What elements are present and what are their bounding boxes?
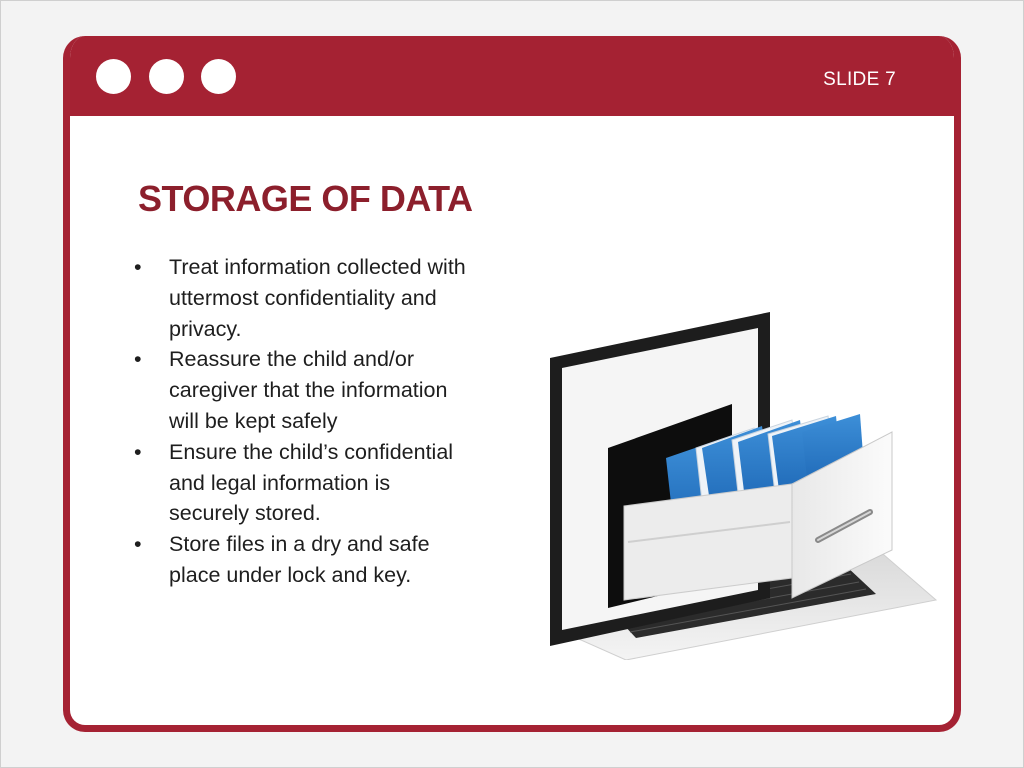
bullet-item-4: Store files in a dry and safe place unde… (132, 529, 472, 591)
window-dot-3-icon (201, 59, 236, 94)
slide-title: STORAGE OF DATA (138, 178, 473, 219)
window-dot-1-icon (96, 59, 131, 94)
bullet-item-3: Ensure the child’s confidential and lega… (132, 437, 472, 529)
laptop-file-drawer-icon (550, 312, 938, 660)
bullet-item-1: Treat information collected with uttermo… (132, 252, 472, 344)
bullet-list: Treat information collected with uttermo… (132, 252, 472, 591)
slide-window: SLIDE 7 STORAGE OF DATA Treat informatio… (63, 36, 961, 732)
window-dot-2-icon (149, 59, 184, 94)
slide-number: SLIDE 7 (823, 69, 896, 90)
bullet-item-2: Reassure the child and/or caregiver that… (132, 344, 472, 436)
window-titlebar: SLIDE 7 (70, 36, 954, 116)
